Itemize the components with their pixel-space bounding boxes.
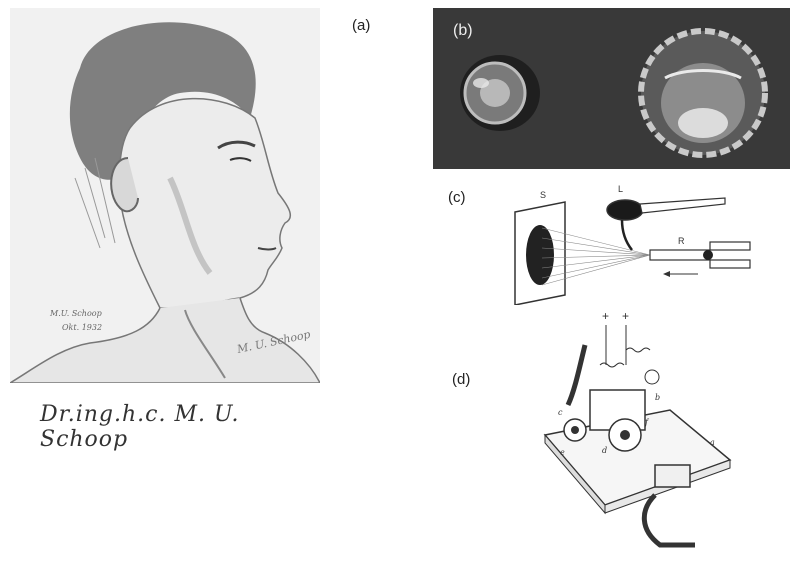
part-label-b: b (655, 393, 660, 402)
nozzle-end (703, 250, 713, 260)
clamp-block (654, 464, 691, 488)
hair-shading (69, 22, 256, 180)
spray-diagram: S L R (510, 180, 770, 305)
part-label-c: c (558, 408, 563, 417)
hose-bottom (641, 493, 695, 548)
molten-stream (620, 219, 633, 251)
bowl-right-base (678, 108, 728, 138)
hose-top (565, 344, 588, 407)
apparatus-svg: + + c e d b a f (543, 309, 732, 548)
panel-label-b: (b) (453, 22, 473, 39)
mouth (257, 247, 277, 251)
eyebrow (217, 140, 256, 150)
shoulders (10, 297, 320, 383)
photo-panel: (b) (433, 8, 790, 169)
spray-cone (541, 227, 651, 286)
terminal-plus-left: + (602, 309, 609, 323)
ear (110, 157, 139, 213)
nozzle-body-bottom (709, 259, 751, 269)
terminal-plus-right: + (622, 309, 629, 323)
ladle-bowl (606, 199, 644, 221)
part-label-f: f (644, 418, 650, 427)
coil-right (625, 347, 651, 353)
nozzle-tube (649, 249, 711, 261)
flow-arrow-head (663, 271, 670, 277)
cup-left-highlight (473, 78, 489, 88)
spray-deposit (526, 225, 554, 285)
signature: Dr.ing.h.c. M. U. Schoop (40, 402, 240, 452)
face-outline (118, 97, 292, 309)
eye (229, 157, 252, 162)
panel-label-d: (d) (452, 371, 471, 388)
ladle-label: L (618, 184, 623, 194)
panel-label-c: (c) (448, 189, 466, 206)
coil-left (599, 362, 625, 368)
meter-dial (644, 369, 660, 385)
nozzle-body-top (709, 241, 751, 251)
collar-line (184, 309, 226, 379)
ladle-handle (639, 197, 726, 214)
artist-mark-2: Okt. 1932 (62, 323, 102, 332)
photo-contents (460, 28, 768, 158)
apparatus-diagram: + + c e d b a f (530, 305, 745, 555)
nozzle-label: R (678, 236, 685, 246)
portrait-sketch: M.U. Schoop Okt. 1932 M. U. Schoop (10, 22, 320, 383)
screen-label: S (540, 190, 546, 200)
portrait-panel: M.U. Schoop Okt. 1932 M. U. Schoop (10, 8, 320, 383)
part-label-d: d (602, 446, 607, 455)
nozzle-head-center (571, 426, 579, 434)
part-label-a: a (710, 438, 715, 447)
artist-mark-1: M.U. Schoop (49, 309, 102, 318)
drive-wheel-hub (620, 430, 630, 440)
cheek-shading (167, 176, 213, 275)
part-label-e: e (560, 448, 565, 457)
cup-left-center (480, 79, 510, 107)
spray-diagram-svg: S L R (514, 184, 751, 305)
hatching (74, 157, 116, 249)
bowl-right-highlight (664, 69, 742, 80)
panel-label-a: (a) (352, 17, 371, 34)
